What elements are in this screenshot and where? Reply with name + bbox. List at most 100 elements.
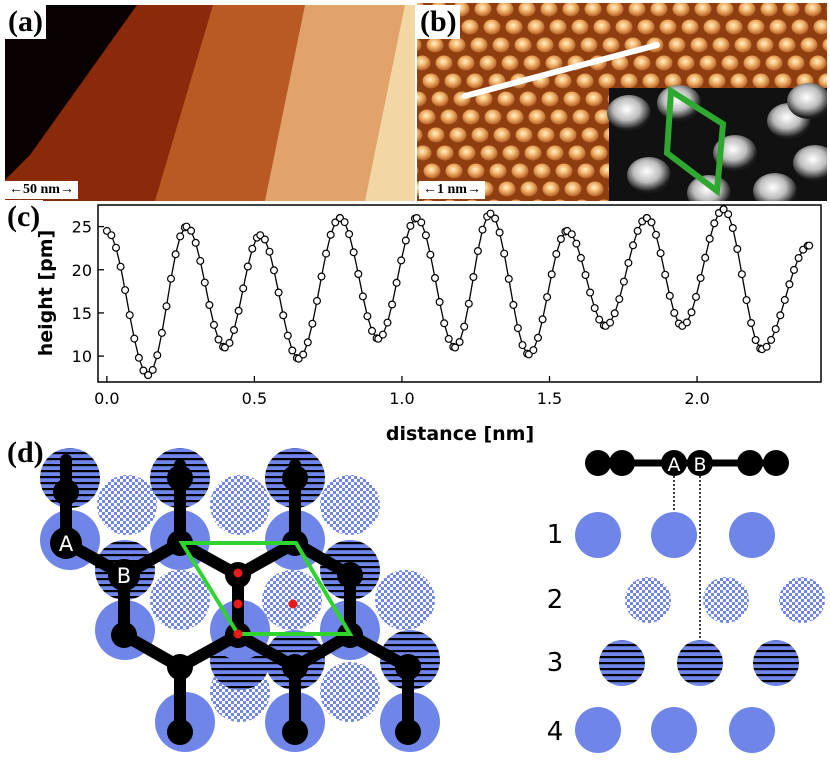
data-point — [742, 296, 751, 305]
data-point — [771, 325, 780, 334]
data-point — [751, 336, 760, 345]
surface-atom — [760, 3, 778, 17]
data-point — [388, 300, 397, 309]
data-point — [719, 205, 728, 214]
data-point — [139, 366, 148, 375]
surface-atom — [457, 55, 475, 71]
surface-atom — [586, 181, 604, 197]
surface-atom — [747, 19, 765, 35]
carbon-atoms — [50, 465, 421, 745]
surface-atom — [615, 19, 633, 35]
data-point — [491, 214, 500, 223]
surface-atom — [515, 127, 533, 143]
data-point — [705, 234, 714, 243]
data-point — [191, 238, 200, 247]
inset-image — [607, 83, 827, 201]
surface-atom — [690, 37, 708, 53]
surface-atom — [672, 3, 690, 17]
data-point — [383, 318, 392, 327]
surface-atom — [699, 55, 717, 71]
data-point — [326, 230, 335, 239]
data-point — [547, 270, 556, 279]
data-point — [785, 280, 794, 289]
data-point — [205, 300, 214, 309]
data-point — [220, 343, 229, 352]
data-point — [187, 226, 196, 235]
data-point — [789, 265, 798, 274]
data-point — [710, 219, 719, 228]
surface-atom — [549, 19, 567, 35]
data-point — [444, 334, 453, 343]
atom-lattice — [417, 3, 827, 201]
data-point — [455, 338, 464, 347]
data-point — [529, 346, 538, 355]
data-point — [354, 269, 363, 278]
surface-atom — [511, 163, 529, 179]
data-point — [495, 228, 504, 237]
panel-b-image: (b) ←1 nm→ — [417, 3, 827, 201]
data-point — [794, 253, 803, 262]
data-point — [473, 246, 482, 255]
data-point — [724, 210, 733, 219]
layer2-atoms — [97, 475, 435, 722]
y-tick-label: 25 — [72, 218, 92, 237]
surface-atom — [475, 91, 493, 107]
side-layer-1 — [575, 512, 775, 558]
surface-atom — [637, 19, 655, 35]
panel-c-label: (c) — [4, 200, 44, 234]
data-point — [595, 315, 604, 324]
surface-atom — [576, 73, 594, 89]
surface-atom — [593, 19, 611, 35]
data-point — [239, 284, 248, 293]
surface-atom — [474, 3, 492, 17]
data-point — [538, 315, 547, 324]
surface-atom — [664, 73, 682, 89]
data-point — [776, 311, 785, 320]
side-layer-4 — [575, 707, 775, 753]
layer-number-3: 3 — [547, 648, 564, 678]
surface-atom — [580, 37, 598, 53]
surface-atom — [518, 3, 536, 17]
surface-atom — [467, 163, 485, 179]
data-point — [567, 230, 576, 239]
surface-atom — [422, 199, 434, 201]
data-point — [624, 258, 633, 267]
data-point — [767, 335, 776, 344]
surface-atom — [417, 91, 427, 107]
panel-a-scalebar: ←50 nm→ — [5, 181, 78, 199]
side-layer-3 — [599, 640, 799, 686]
data-point — [299, 350, 308, 359]
data-point — [148, 365, 157, 374]
data-point — [134, 353, 143, 362]
data-point — [270, 266, 279, 275]
structure-schematic: A B A B — [40, 448, 825, 753]
data-point — [130, 334, 139, 343]
surface-atom — [444, 199, 456, 201]
surface-atom — [417, 166, 419, 176]
surface-atom — [738, 3, 756, 17]
data-point — [464, 299, 473, 308]
surface-atom — [585, 91, 603, 107]
data-point — [111, 243, 120, 252]
surface-atom — [611, 55, 629, 71]
panel-a-label: (a) — [5, 5, 46, 39]
inset-atom — [753, 173, 797, 201]
surface-atom — [435, 55, 453, 71]
data-point — [805, 241, 814, 250]
x-tick-label: 0.5 — [242, 389, 267, 408]
surface-atom — [712, 37, 730, 53]
unit-cell — [178, 541, 354, 636]
surface-atom — [510, 199, 522, 201]
surface-atom — [423, 163, 441, 179]
surface-atom — [730, 73, 748, 89]
data-point — [728, 224, 737, 233]
surface-atom — [533, 163, 551, 179]
surface-atom — [620, 73, 638, 89]
data-point — [572, 239, 581, 248]
surface-atom — [449, 127, 467, 143]
surface-atom — [602, 37, 620, 53]
atom-label-b: B — [117, 564, 131, 588]
surface-atom — [532, 199, 544, 201]
surface-atom — [461, 19, 479, 35]
surface-atom — [536, 37, 554, 53]
